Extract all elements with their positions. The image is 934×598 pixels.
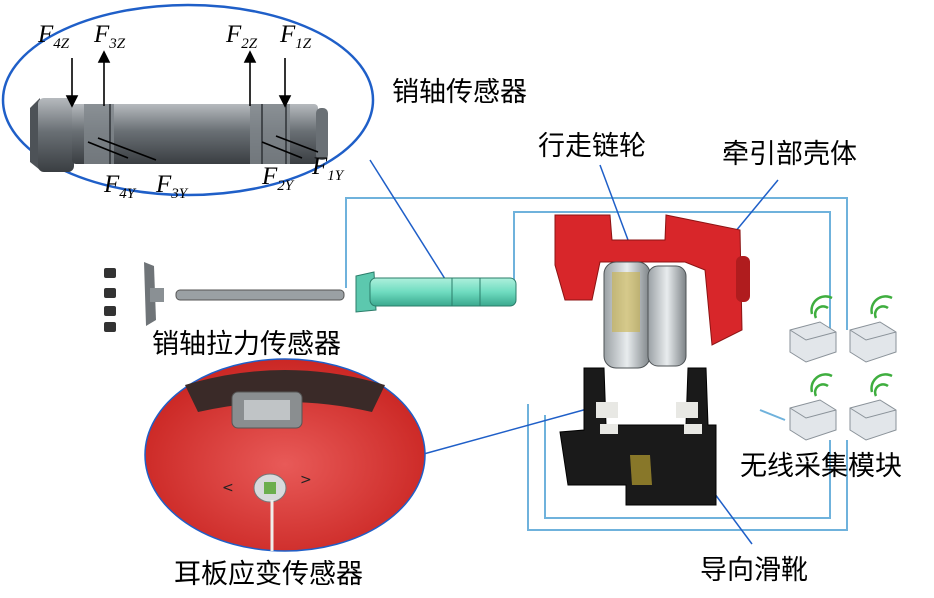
force-label-f2z: F2Z	[226, 21, 258, 52]
force-label-f3y: F3Y	[156, 171, 188, 202]
force-arrows	[65, 50, 319, 161]
green-pin-sensor	[355, 271, 517, 313]
label-wireless-module: 无线采集模块	[740, 451, 902, 482]
force-label-f1y: F1Y	[312, 153, 344, 184]
ear-plate-photo: < >	[144, 358, 426, 552]
label-pin-sensor: 销轴传感器	[392, 77, 527, 108]
label-housing: 牵引部壳体	[722, 139, 857, 170]
wireless-module-3	[789, 373, 837, 441]
pin-cap	[144, 262, 164, 326]
label-sprocket: 行走链轮	[538, 131, 646, 162]
svg-text:<: <	[222, 480, 234, 496]
drive-sprocket	[603, 261, 687, 369]
force-label-f2y: F2Y	[262, 163, 294, 194]
label-guide-shoe: 导向滑靴	[700, 555, 808, 586]
guide-shoe	[559, 367, 717, 506]
connecting-rod	[175, 289, 345, 301]
force-label-f3z: F3Z	[94, 21, 126, 52]
pin-sensor-detail	[30, 98, 328, 172]
force-label-f4z: F4Z	[38, 21, 70, 52]
label-ear-strain-sensor: 耳板应变传感器	[174, 559, 363, 590]
traction-housing	[554, 214, 750, 346]
force-label-f1z: F1Z	[280, 21, 312, 52]
wireless-module-4	[849, 373, 897, 441]
wireless-module-2	[849, 295, 897, 363]
label-pin-tension-sensor: 销轴拉力传感器	[152, 329, 341, 360]
bolt-set	[104, 268, 116, 332]
callout-lines	[369, 159, 779, 545]
svg-text:>: >	[300, 472, 312, 488]
force-label-f4y: F4Y	[104, 171, 136, 202]
signal-wires	[345, 197, 848, 531]
wireless-module-1	[789, 295, 837, 363]
